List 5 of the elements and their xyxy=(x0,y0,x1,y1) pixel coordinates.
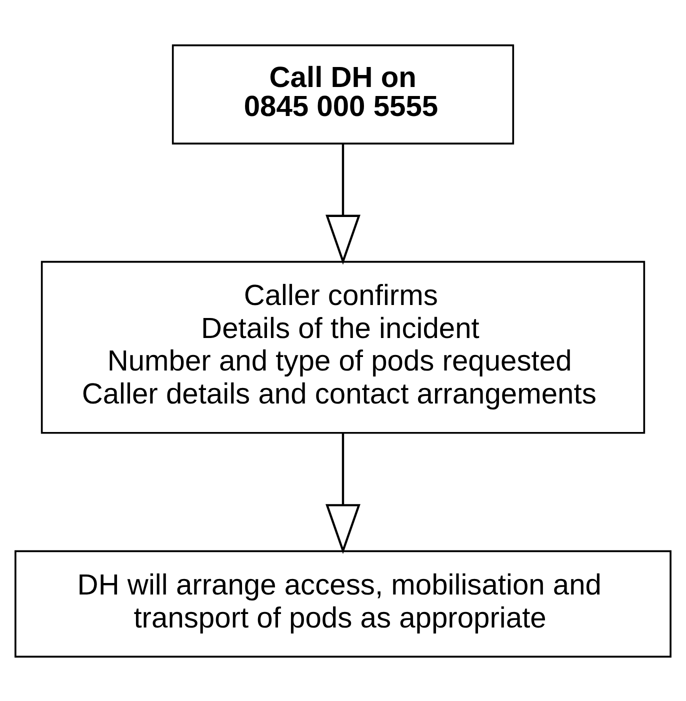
arrow xyxy=(326,143,360,264)
node-box: Call DH on 0845 000 5555 xyxy=(172,44,514,144)
node-box: DH will arrange access, mobilisation and transport of pods as appropriate xyxy=(14,550,672,658)
node-box: Caller confirms Details of the incident Number and type of pods requested Caller details and contact arrangements xyxy=(40,260,646,434)
arrow xyxy=(326,432,360,554)
